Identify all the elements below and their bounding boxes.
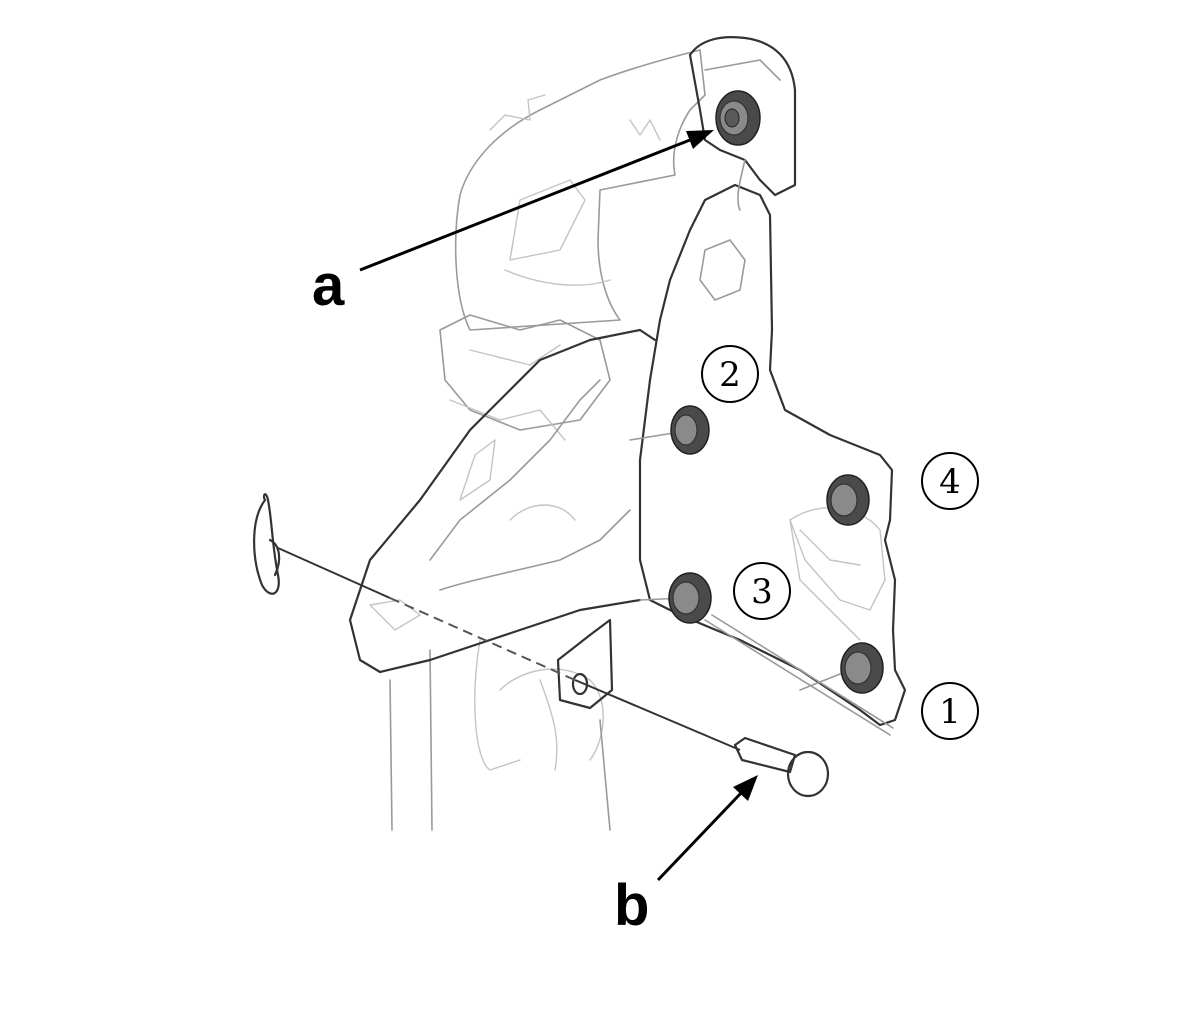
nut-step-1 — [799, 642, 884, 694]
step-2-number: 2 — [719, 355, 741, 395]
wire-harness — [704, 519, 894, 736]
pivot-arm — [348, 328, 657, 674]
lower-support — [389, 639, 611, 831]
step-3-number: 3 — [751, 572, 773, 612]
nut-step-4 — [826, 474, 870, 526]
clevis-pin-b — [733, 736, 830, 798]
nut-step-2 — [629, 405, 710, 455]
step-1-marker: 1 — [921, 682, 979, 740]
clevis-bracket — [556, 618, 614, 710]
bolt-a — [715, 90, 761, 146]
step-4-number: 4 — [939, 462, 961, 502]
nut-step-3 — [639, 572, 712, 624]
step-4-marker: 4 — [921, 452, 979, 510]
step-1-number: 1 — [939, 692, 961, 732]
leader-b — [656, 775, 758, 882]
step-3-marker: 3 — [733, 562, 791, 620]
top-bracket — [688, 36, 797, 211]
callout-a-label: a — [312, 253, 345, 318]
pin-axis — [277, 547, 741, 751]
callout-b-label: b — [614, 873, 649, 938]
leader-a — [359, 130, 714, 272]
step-2-marker: 2 — [701, 345, 759, 403]
rear-housing — [439, 49, 706, 441]
cotter-pin — [253, 493, 281, 595]
